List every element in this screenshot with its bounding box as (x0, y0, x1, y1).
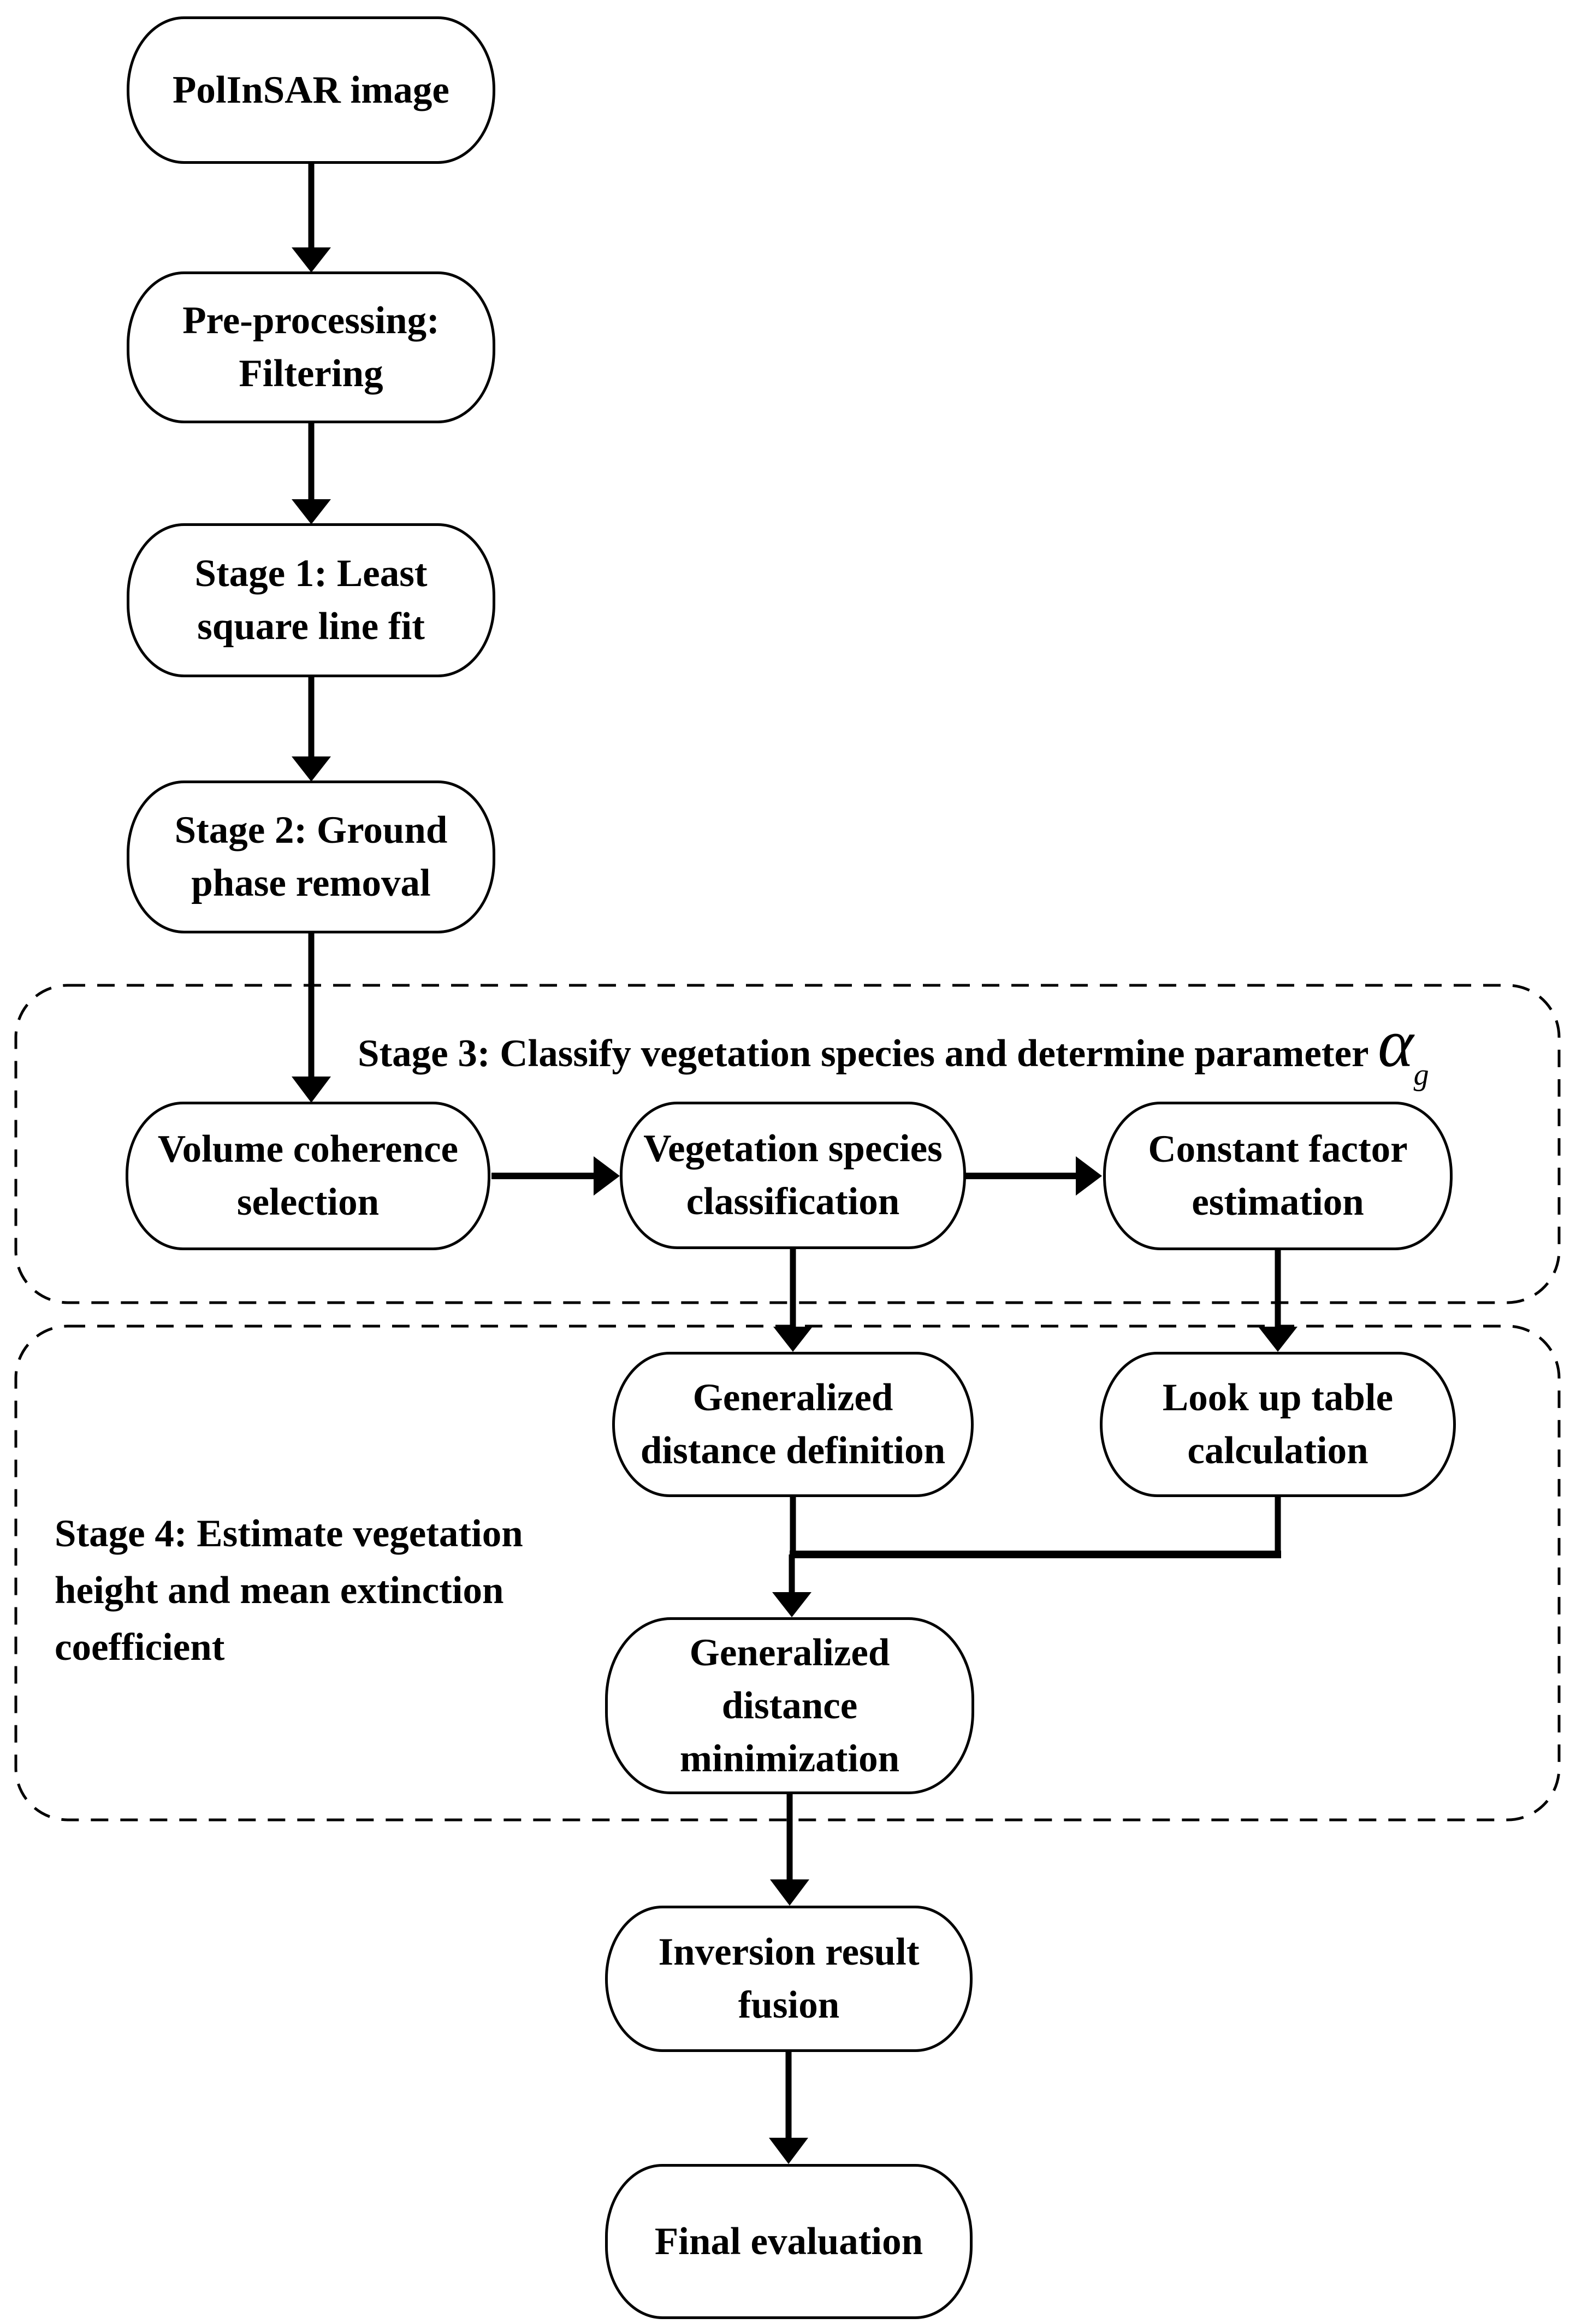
node-polinsar-image: PolInSAR image (127, 16, 495, 164)
node-preprocessing-filtering-label: Pre-processing: Filtering (182, 299, 440, 395)
stage3-title-text: Stage 3: Classify vegetation species and… (358, 1032, 1378, 1075)
node-volume-coherence-selection: Volume coherence selection (126, 1102, 490, 1250)
node-generalized-distance-minimization-label: Generalized distance minimization (679, 1631, 900, 1780)
connector-polinsar-to-preprocess-arrowhead (292, 247, 331, 273)
node-stage2-ground-phase-removal: Stage 2: Ground phase removal (127, 780, 495, 933)
node-vegetation-species-classification: Vegetation species classification (620, 1102, 966, 1249)
node-volume-coherence-selection-label: Volume coherence selection (157, 1128, 459, 1223)
connector-stage1-to-stage2-arrowhead (292, 756, 331, 782)
node-constant-factor-estimation: Constant factor estimation (1103, 1102, 1453, 1250)
stage3-group-title: Stage 3: Classify vegetation species and… (358, 1006, 1429, 1092)
connector-inversion-to-final-arrowhead (769, 2138, 808, 2164)
alpha-symbol: α (1378, 1006, 1414, 1081)
node-final-evaluation-label: Final evaluation (654, 2220, 923, 2263)
connector-volume-to-vegspecies-arrowhead (594, 1156, 620, 1196)
node-generalized-distance-definition: Generalized distance definition (612, 1352, 974, 1497)
node-inversion-result-fusion-label: Inversion result fusion (658, 1931, 920, 2026)
connector-stage2-to-volume-arrowhead (292, 1077, 331, 1103)
stage4-group-dashed-border (14, 1324, 1561, 1822)
node-inversion-result-fusion: Inversion result fusion (605, 1906, 973, 2052)
connector-vegspecies-to-constfactor-arrowhead (1076, 1156, 1102, 1196)
node-stage2-label: Stage 2: Ground phase removal (174, 809, 448, 904)
node-polinsar-image-label: PolInSAR image (173, 68, 449, 111)
node-final-evaluation: Final evaluation (605, 2164, 973, 2319)
node-vegetation-species-classification-label: Vegetation species classification (643, 1127, 943, 1223)
stage3-group-dashed-border (14, 984, 1561, 1304)
node-generalized-distance-definition-label: Generalized distance definition (640, 1376, 946, 1472)
connector-vegspecies-to-gendistdef-arrowhead (773, 1327, 813, 1352)
connector-junction-to-gendistmin-arrowhead (772, 1592, 811, 1617)
node-stage1-label: Stage 1: Least square line fit (194, 552, 428, 648)
connector-gendistmin-to-inversion-arrowhead (770, 1879, 809, 1906)
node-constant-factor-estimation-label: Constant factor estimation (1148, 1128, 1408, 1223)
node-stage1-least-square-line-fit: Stage 1: Least square line fit (127, 523, 495, 677)
node-look-up-table-calculation-label: Look up table calculation (1162, 1376, 1394, 1472)
connector-preprocess-to-stage1-arrowhead (292, 499, 331, 524)
connector-constfactor-to-lookup-arrowhead (1258, 1327, 1297, 1352)
node-preprocessing-filtering: Pre-processing: Filtering (127, 271, 495, 423)
node-look-up-table-calculation: Look up table calculation (1100, 1352, 1456, 1497)
stage4-group-title: Stage 4: Estimate vegetation height and … (55, 1512, 523, 1669)
node-generalized-distance-minimization: Generalized distance minimization (605, 1617, 974, 1794)
